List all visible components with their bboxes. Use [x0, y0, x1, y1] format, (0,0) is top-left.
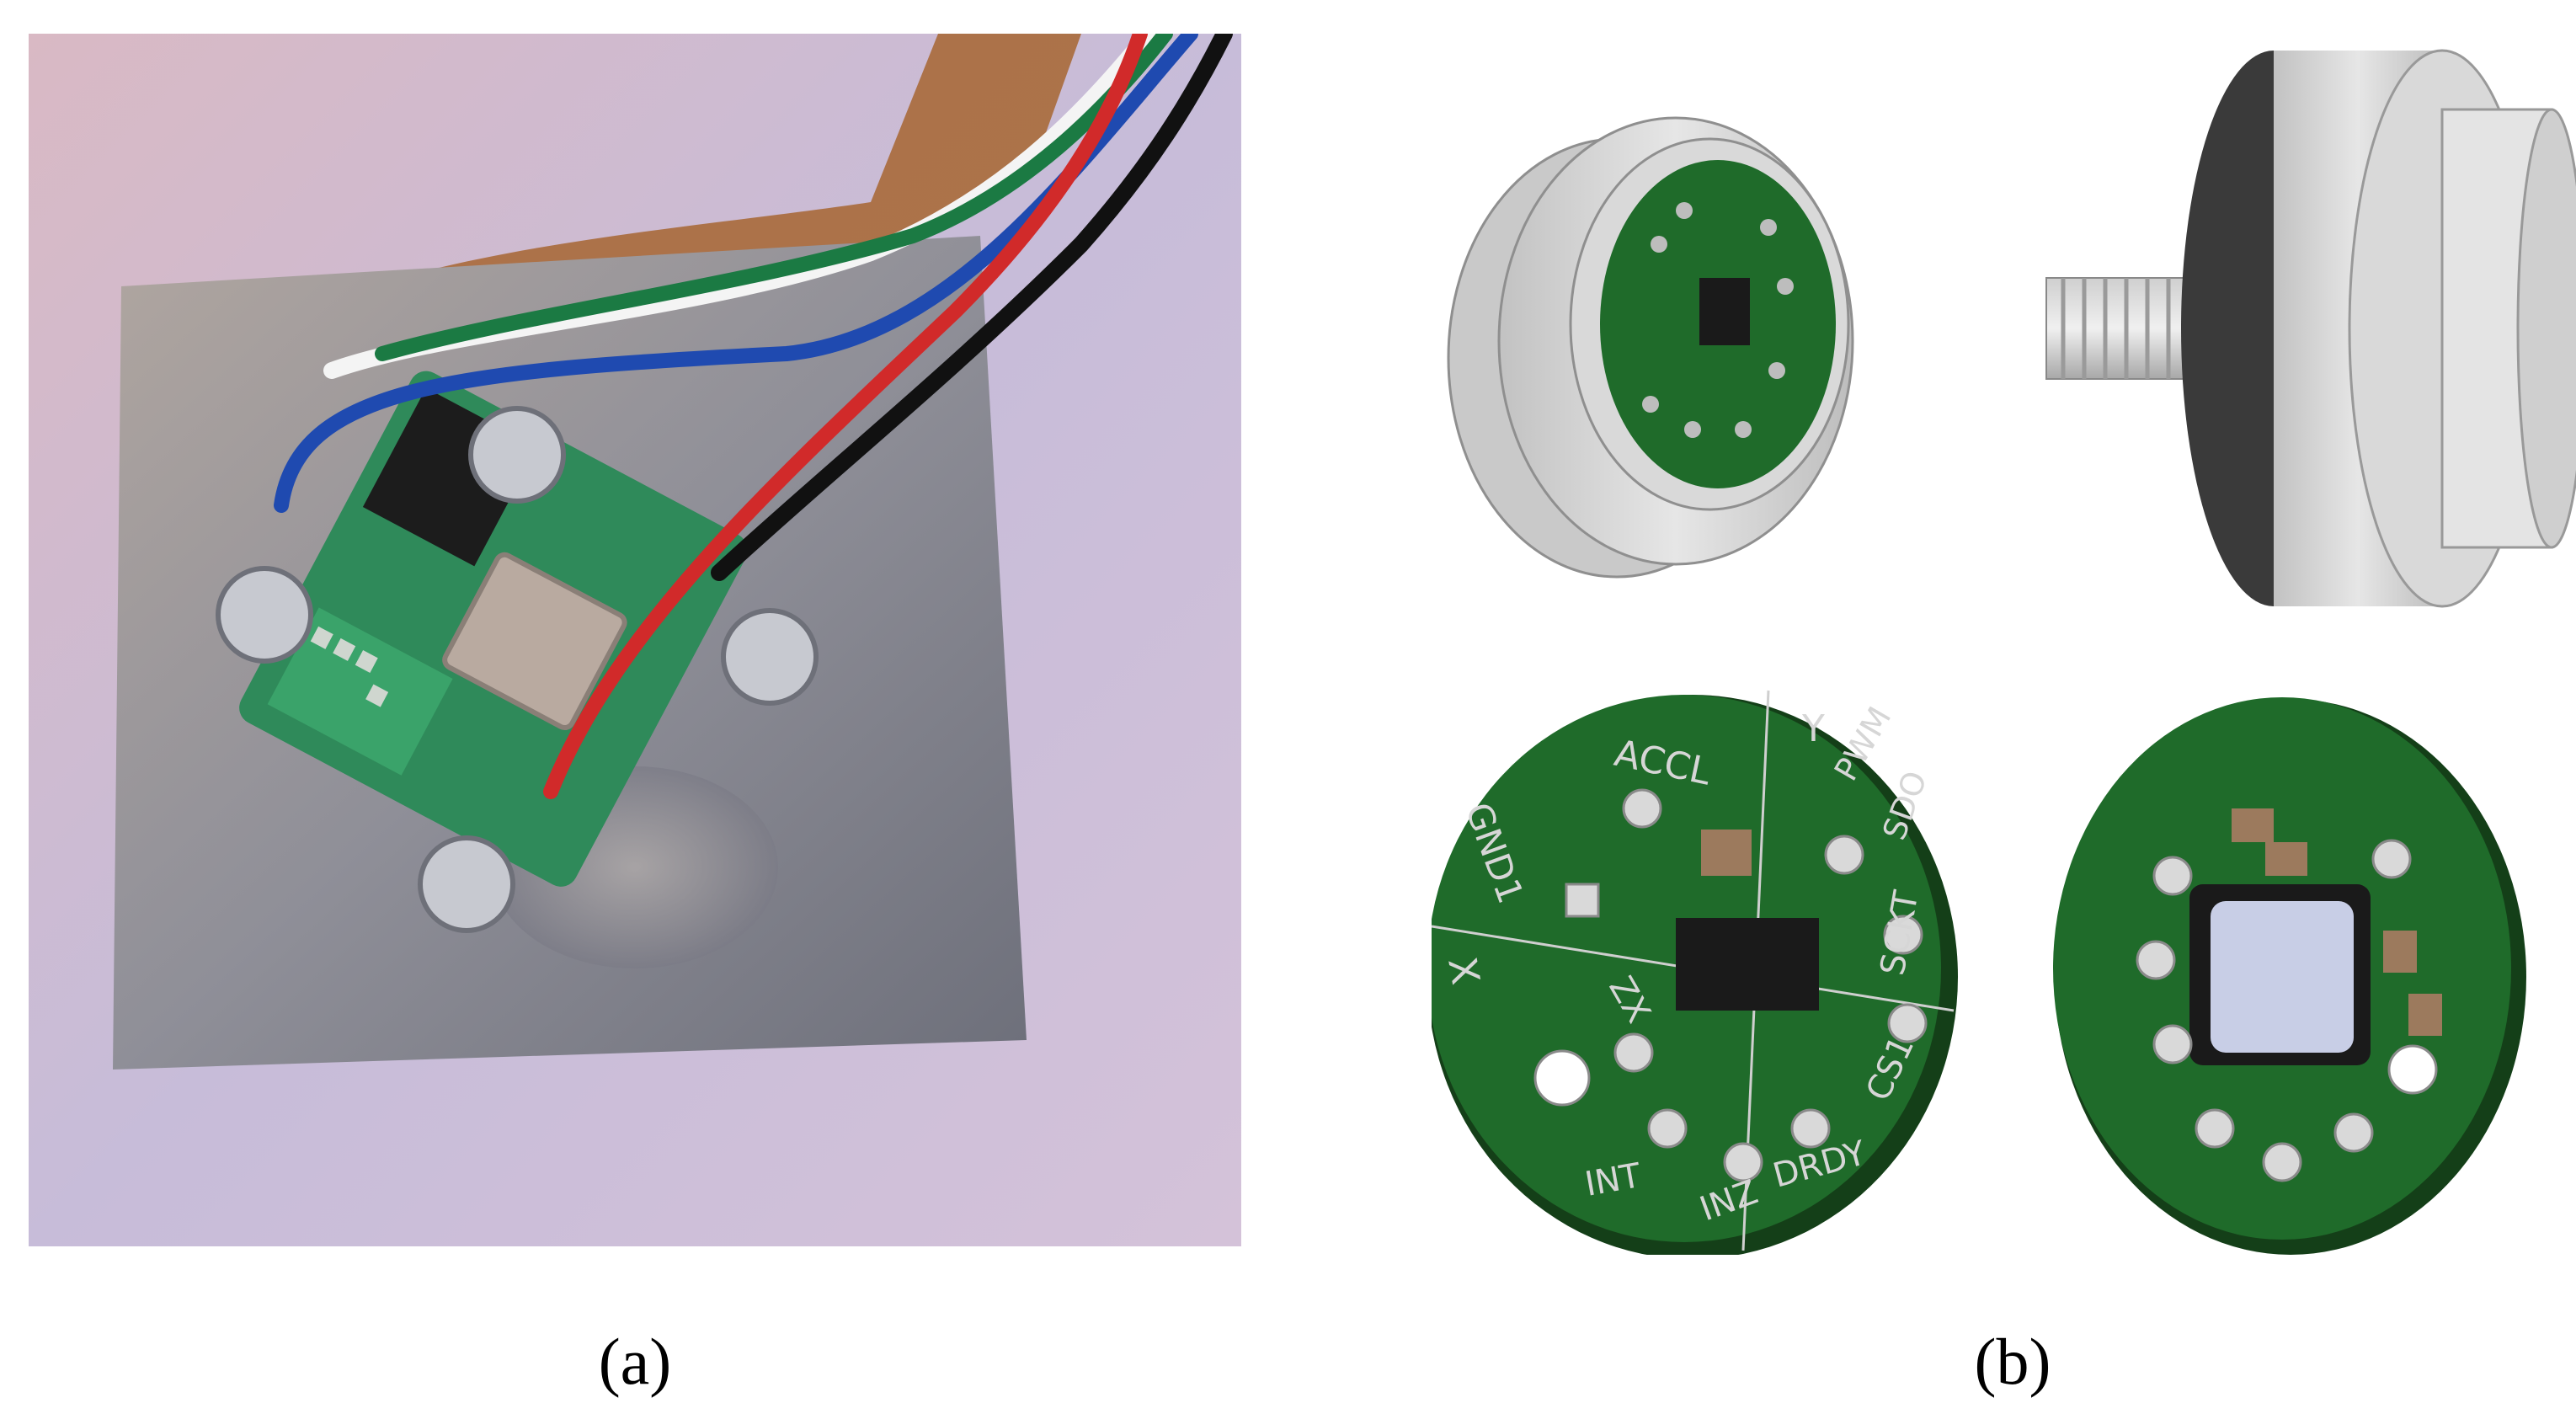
pcb-bottom-view: [2053, 697, 2526, 1255]
caption-a: (a): [598, 1325, 672, 1398]
pcb-top-view: ACCL Y GND1 X INT INZ DRDY CS1 SCKT SDO …: [1432, 690, 1958, 1255]
bolt-3: [216, 566, 313, 664]
caption-b: (b): [1974, 1325, 2051, 1398]
housing-with-pcb: [1447, 116, 1854, 579]
panel-b-render: ACCL Y GND1 X INT INZ DRDY CS1 SCKT SDO …: [1432, 34, 2576, 1255]
sensor-photo-image: [29, 34, 1241, 1246]
bolt-4: [418, 835, 515, 933]
panel-a-photo: [29, 34, 1241, 1246]
pcb-render-image: ACCL Y GND1 X INT INZ DRDY CS1 SCKT SDO …: [1432, 49, 2576, 1255]
bolt-1: [468, 406, 566, 504]
label-y-axis: Y: [1801, 707, 1825, 750]
screw-connector: [2045, 49, 2576, 608]
bolt-2: [721, 608, 819, 706]
label-sdo: SDO: [1875, 766, 1934, 845]
label-int1: INT: [1582, 1156, 1645, 1204]
